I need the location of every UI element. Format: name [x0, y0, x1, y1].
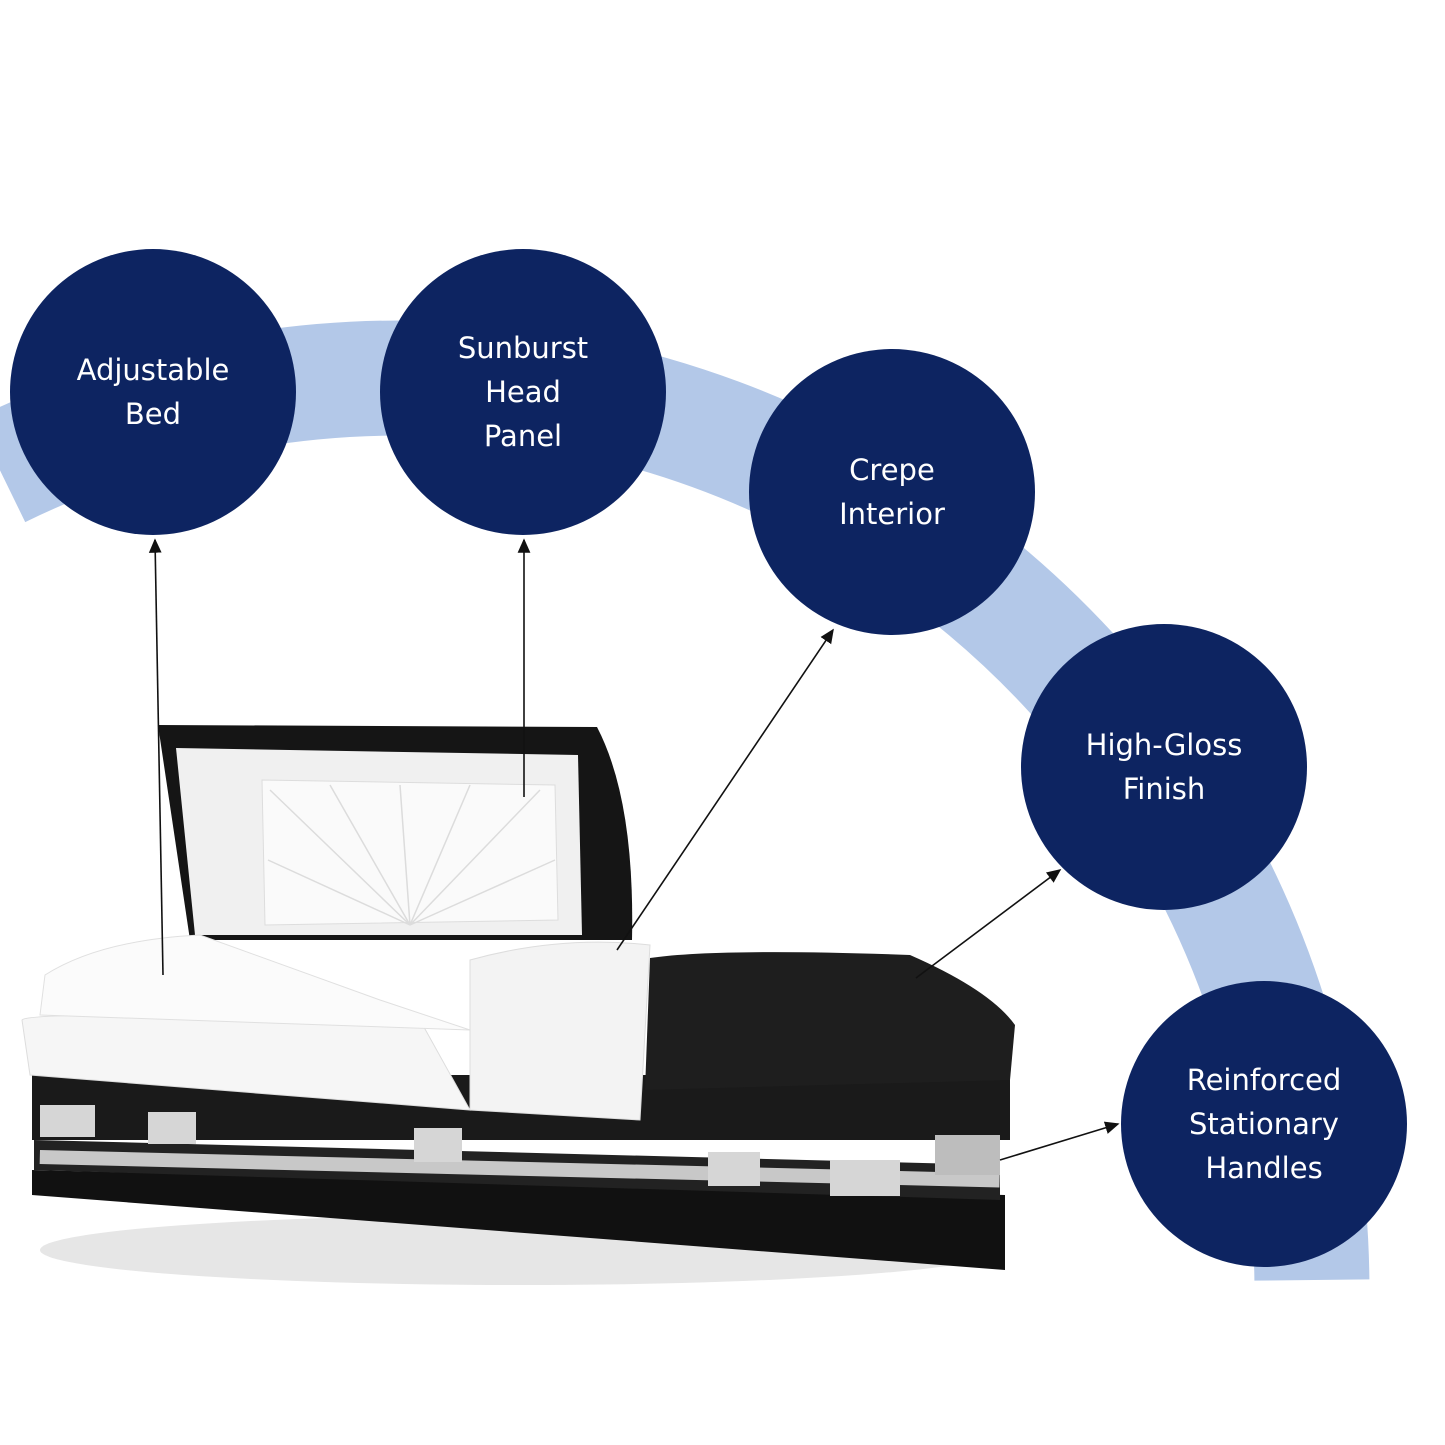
feature-reinforced-stationary-handles: Reinforced Stationary Handles: [1121, 981, 1407, 1267]
callout-arrows: [148, 538, 1120, 1161]
feature-adjustable-bed: Adjustable Bed: [10, 249, 296, 535]
feature-crepe-interior: Crepe Interior: [749, 349, 1035, 635]
feature-high-gloss-finish: High-Gloss Finish: [1021, 624, 1307, 910]
feature-sunburst-head-panel: Sunburst Head Panel: [380, 249, 666, 535]
casket-image: [21, 725, 1015, 1285]
